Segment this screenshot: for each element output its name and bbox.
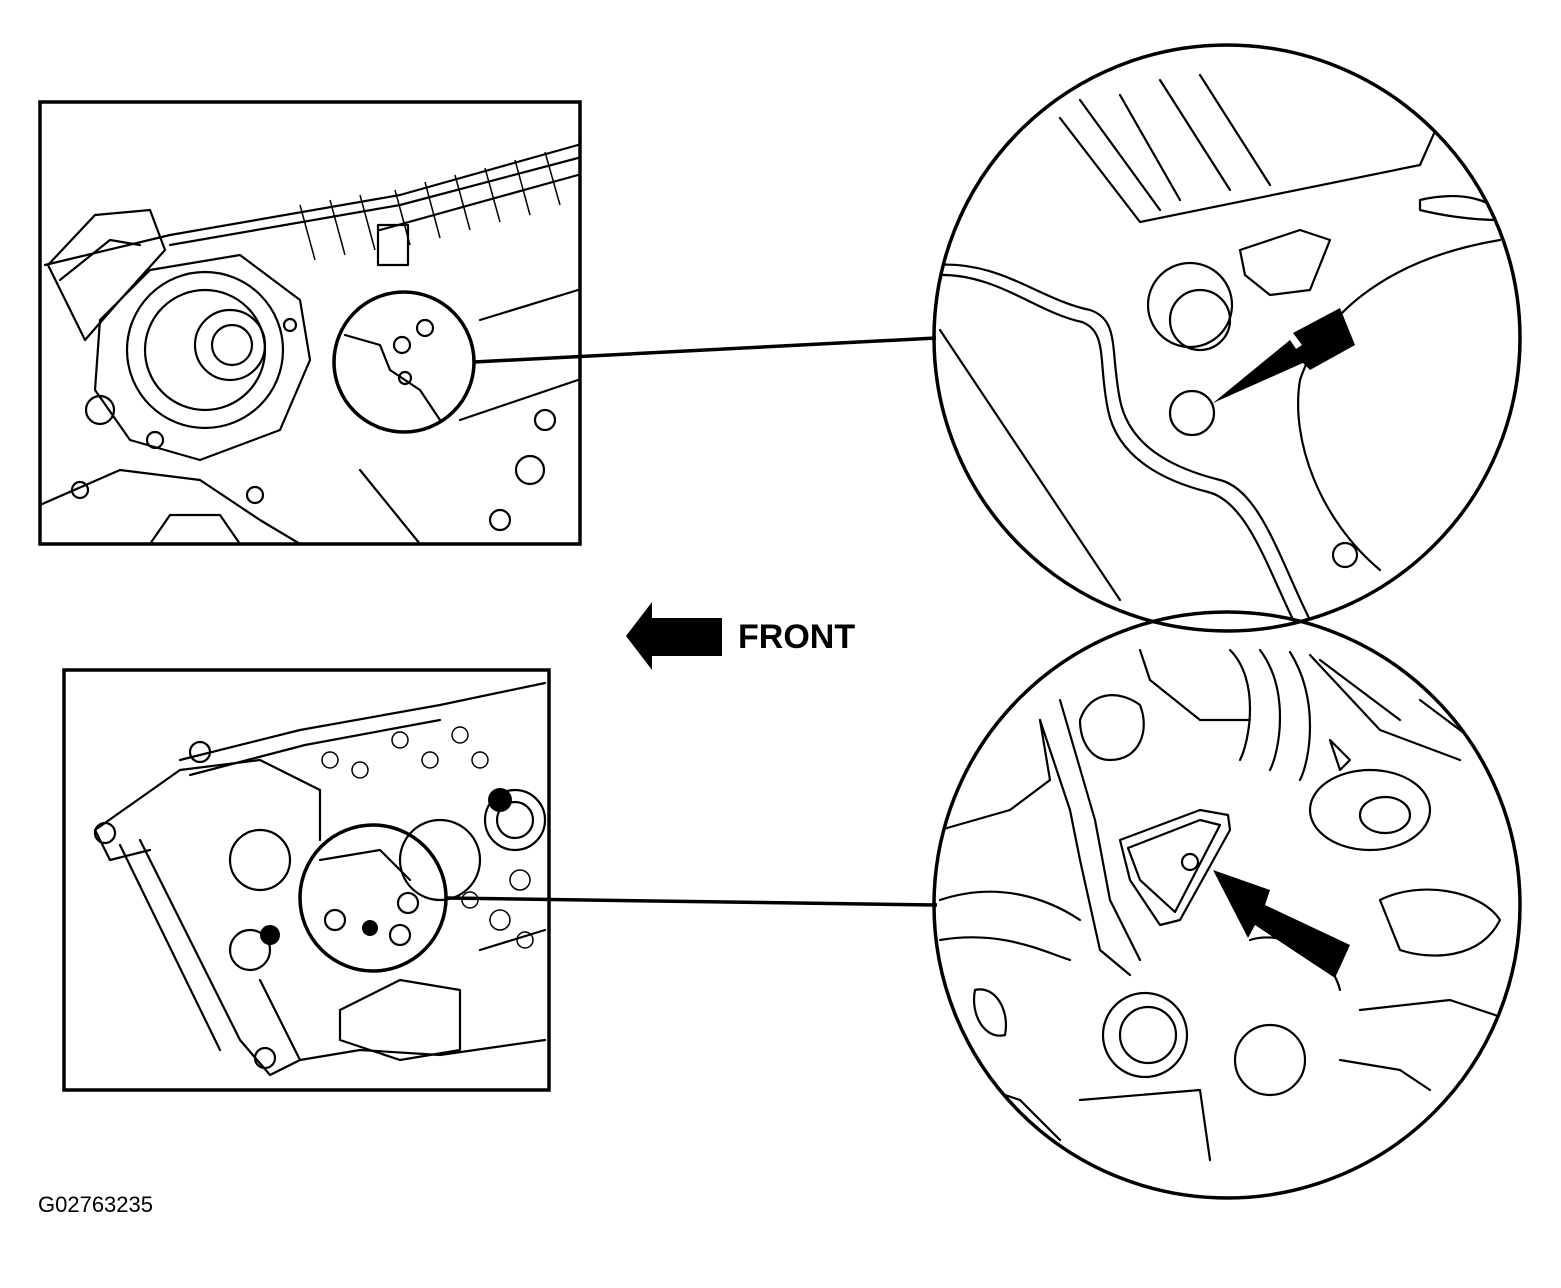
front-label: FRONT — [738, 618, 855, 656]
detail-view-bottom — [932, 610, 1522, 1200]
front-direction-indicator: FRONT — [626, 602, 855, 670]
leader-line-top — [473, 336, 937, 364]
engine-view-top — [38, 100, 582, 546]
engine-view-bottom — [62, 668, 551, 1092]
leader-line-bottom — [445, 896, 938, 907]
figure-id: G02763235 — [38, 1192, 153, 1217]
pointer-arrow-icon-top — [1213, 308, 1355, 403]
pointer-arrow-icon-bottom — [1213, 870, 1350, 978]
left-arrow-icon — [626, 602, 722, 670]
detail-view-top — [932, 43, 1522, 633]
